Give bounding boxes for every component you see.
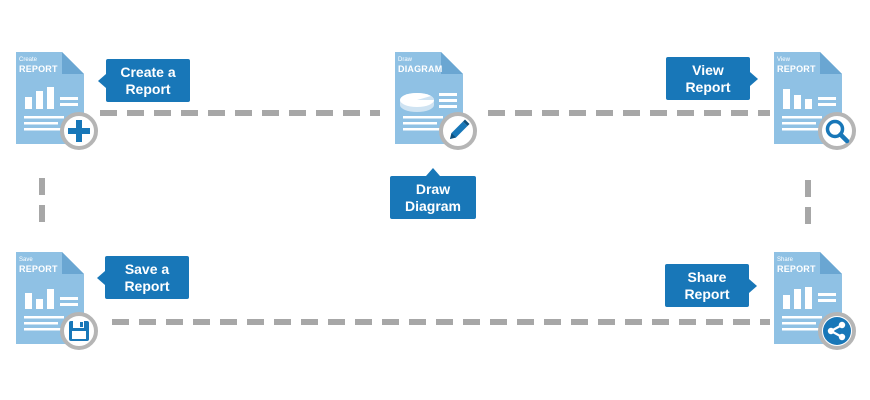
share-icon [818,312,856,350]
doc-title-big: REPORT [19,64,58,74]
label-line-1: Share [687,268,727,285]
label-line-2: Diagram [404,197,462,214]
connector-create-draw [100,109,380,117]
view-report-label: View Report [666,57,758,100]
doc-title-small: View [777,57,790,63]
save-report-node[interactable]: Save REPORT [14,250,98,355]
doc-title-big: REPORT [19,264,58,274]
plus-icon [60,112,98,150]
magnifier-icon [818,112,856,150]
label-line-2: Report [685,78,731,95]
draw-diagram-node[interactable]: Draw DIAGRAM [393,50,477,155]
connector-save-share [112,318,770,326]
pencil-icon [439,112,477,150]
view-report-node[interactable]: View REPORT [772,50,856,155]
label-line-1: Draw [415,180,451,197]
label-line-1: Save a [124,260,170,277]
doc-title-big: REPORT [777,264,816,274]
connector-view-share [804,180,812,226]
label-line-2: Report [124,277,170,294]
label-line-1: Create a [120,63,176,80]
floppy-disk-icon [60,312,98,350]
label-line-2: Report [684,285,730,302]
doc-title-big: REPORT [777,64,816,74]
create-report-label: Create a Report [98,59,190,102]
create-report-node[interactable]: Create REPORT [14,50,98,155]
label-line-2: Report [125,80,171,97]
doc-title-big: DIAGRAM [398,64,443,74]
share-report-node[interactable]: Share REPORT [772,250,856,355]
doc-title-small: Create [19,57,38,63]
save-report-label: Save a Report [97,256,189,299]
draw-diagram-label: Draw Diagram [390,168,476,219]
label-line-1: View [692,61,724,78]
connector-create-save [38,178,46,224]
doc-title-small: Draw [398,57,413,63]
connector-draw-view [488,109,770,117]
share-report-label: Share Report [665,264,757,307]
doc-title-small: Save [19,257,33,263]
doc-title-small: Share [777,257,794,263]
